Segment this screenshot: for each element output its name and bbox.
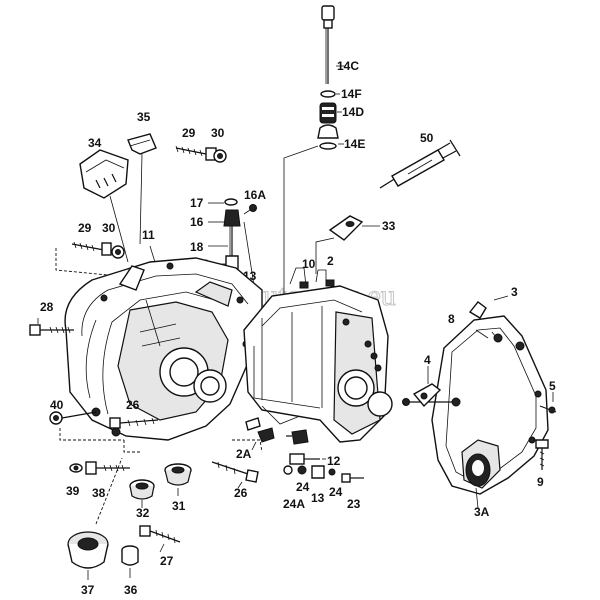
long-bolt-28-part[interactable] bbox=[29, 318, 74, 336]
cap-neck-part bbox=[323, 19, 333, 29]
label-4: 4 bbox=[424, 353, 431, 367]
driven-gear-part bbox=[319, 102, 337, 124]
label-35: 35 bbox=[137, 110, 151, 124]
label-39: 39 bbox=[66, 484, 80, 498]
label-24-right: 24 bbox=[329, 485, 343, 499]
label-34: 34 bbox=[88, 136, 102, 150]
bushing-31-part[interactable] bbox=[164, 463, 192, 496]
label-16: 16 bbox=[190, 215, 204, 229]
label-5: 5 bbox=[549, 379, 556, 393]
label-30-upper: 30 bbox=[211, 126, 225, 140]
o-ring-part bbox=[320, 90, 336, 98]
speedometer-drive-assembly[interactable] bbox=[279, 5, 346, 393]
grease-syringe-part[interactable] bbox=[379, 139, 461, 189]
left-stud-nut-part[interactable] bbox=[55, 241, 125, 277]
clip-part bbox=[317, 124, 339, 139]
label-16A: 16A bbox=[244, 188, 266, 202]
bolt-27-part[interactable] bbox=[139, 525, 181, 553]
oil-seal-37-part[interactable] bbox=[67, 457, 123, 580]
label-18: 18 bbox=[190, 240, 204, 254]
label-38: 38 bbox=[92, 486, 106, 500]
bolt-38-washer-39-part[interactable] bbox=[69, 461, 130, 475]
label-17: 17 bbox=[190, 196, 204, 210]
cap-part bbox=[321, 5, 335, 21]
label-13-lower: 13 bbox=[311, 491, 325, 505]
label-9: 9 bbox=[537, 475, 544, 489]
end-cover-part[interactable] bbox=[431, 295, 549, 509]
label-2: 2 bbox=[327, 254, 334, 268]
label-31: 31 bbox=[172, 499, 186, 513]
label-24-left: 24 bbox=[296, 480, 310, 494]
label-2A: 2A bbox=[236, 447, 252, 461]
label-27: 27 bbox=[160, 554, 174, 568]
label-36: 36 bbox=[124, 583, 138, 597]
label-32: 32 bbox=[136, 506, 150, 520]
label-33: 33 bbox=[382, 219, 396, 233]
bracket-part[interactable] bbox=[127, 133, 157, 245]
label-50: 50 bbox=[420, 131, 434, 145]
label-14F: 14F bbox=[341, 87, 362, 101]
label-26-lower: 26 bbox=[234, 486, 248, 500]
label-29-left: 29 bbox=[78, 221, 92, 235]
label-28: 28 bbox=[40, 300, 54, 314]
label-40: 40 bbox=[50, 398, 64, 412]
gearbox-case-part[interactable] bbox=[243, 267, 393, 443]
label-10: 10 bbox=[302, 257, 316, 271]
upper-stud-nut-part[interactable] bbox=[175, 145, 227, 163]
label-12: 12 bbox=[327, 454, 341, 468]
label-14E: 14E bbox=[344, 137, 365, 151]
label-23: 23 bbox=[347, 497, 361, 511]
bushing-32-part[interactable] bbox=[129, 479, 155, 508]
clutch-housing-part[interactable] bbox=[64, 257, 263, 441]
label-8: 8 bbox=[448, 312, 455, 326]
label-3A: 3A bbox=[474, 505, 490, 519]
label-11: 11 bbox=[142, 228, 155, 242]
bolt-26-lower-part[interactable] bbox=[211, 461, 259, 489]
switch-plug-set[interactable] bbox=[283, 429, 364, 483]
bolt-26-upper-part[interactable] bbox=[109, 417, 159, 429]
label-37: 37 bbox=[81, 583, 95, 597]
bolt-40-part[interactable] bbox=[49, 411, 124, 441]
label-24A: 24A bbox=[283, 497, 305, 511]
label-14D: 14D bbox=[342, 105, 364, 119]
label-29-upper: 29 bbox=[182, 126, 196, 140]
label-3: 3 bbox=[511, 285, 518, 299]
shift-lever-part[interactable] bbox=[402, 366, 461, 408]
label-30-left: 30 bbox=[102, 221, 116, 235]
bolt-9-part[interactable] bbox=[535, 439, 549, 470]
small-bolt-part[interactable] bbox=[539, 392, 557, 414]
cover-cap-part[interactable] bbox=[79, 149, 129, 263]
lifting-eye-part[interactable] bbox=[315, 215, 380, 274]
sleeve-36-part[interactable] bbox=[121, 545, 139, 578]
label-14C: 14C bbox=[337, 59, 359, 73]
dowel-2A-part[interactable] bbox=[245, 417, 275, 451]
label-26-upper: 26 bbox=[126, 398, 140, 412]
